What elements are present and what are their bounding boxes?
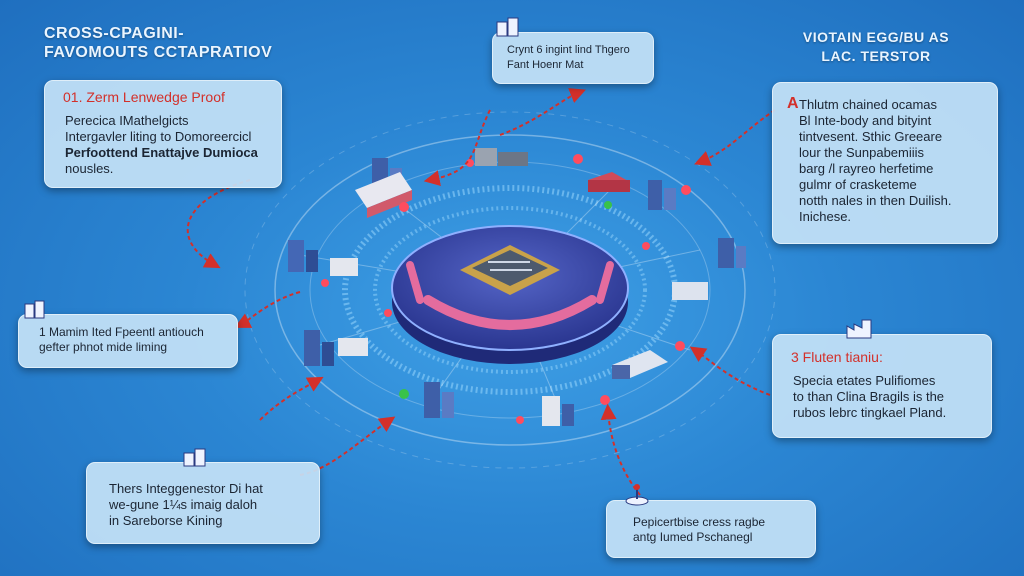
hub-ring-segment bbox=[423, 295, 597, 330]
building-icon bbox=[355, 172, 412, 218]
card-line: Perfoottend Enattajve Dumioca bbox=[65, 145, 258, 160]
building-icon bbox=[612, 350, 668, 379]
title-line: CROSS-CPAGINI- bbox=[44, 25, 185, 42]
top-center-card: Crynt 6 ingint lind Thgero Fant Hoenr Ma… bbox=[492, 32, 654, 84]
right-top-card: A Thlutm chained ocamas Bl Inte-body and… bbox=[772, 82, 998, 244]
building-icon bbox=[24, 300, 45, 319]
building-icon bbox=[330, 258, 358, 276]
building-icon bbox=[424, 382, 454, 418]
card-line: tintvesent. Sthic Greeare bbox=[799, 129, 943, 144]
central-hub bbox=[391, 225, 629, 364]
title-line: FAVOMOUTS CCTAPRATIOV bbox=[44, 44, 273, 61]
bottom-left-card: Thers Integgenestor Di hat we-gune 1¼s i… bbox=[86, 462, 320, 544]
pin-icon bbox=[625, 484, 649, 506]
building-icon bbox=[648, 180, 676, 210]
right-middle-card: 3 Fluten tianiu: Specia etates Pulifiome… bbox=[772, 334, 992, 438]
card-line: Intergavler liting to Domoreercicl bbox=[65, 129, 252, 144]
building-icon bbox=[718, 238, 746, 268]
card-line: Crynt 6 ingint lind Thgero bbox=[507, 44, 630, 56]
card-marker: A bbox=[787, 95, 799, 112]
card-line: rubos lebrc tingkael Pland. bbox=[793, 405, 947, 420]
building-icon bbox=[338, 338, 368, 356]
building-icon bbox=[496, 17, 519, 37]
card-line: Pepicertbise cress ragbe bbox=[633, 515, 766, 529]
factory-icon bbox=[846, 319, 872, 339]
card-line: Fant Hoenr Mat bbox=[507, 59, 584, 71]
card-line: Inichese. bbox=[799, 209, 852, 224]
card-line: Perecica IMathelgicts bbox=[65, 113, 189, 128]
card-heading: 3 Fluten tianiu: bbox=[791, 349, 883, 365]
bottom-right-card: Pepicertbise cress ragbe antg Iumed Psch… bbox=[606, 500, 816, 558]
title-line: LAC. TERSTOR bbox=[821, 48, 931, 64]
card-line: we-gune 1¼s imaig daloh bbox=[109, 497, 258, 512]
factory-icon bbox=[672, 282, 708, 300]
diagram-title-right: VIOTAIN EGG/BU AS LAC. TERSTOR bbox=[792, 28, 960, 66]
card-line: in Sareborse Kining bbox=[109, 513, 223, 528]
card-line: barg /l rayreo herfetime bbox=[799, 161, 934, 176]
card-line: lour the Sunpabemiiis bbox=[799, 145, 925, 160]
building-icon bbox=[542, 396, 574, 426]
processor-chip-icon bbox=[460, 245, 560, 295]
building-icon bbox=[304, 330, 334, 366]
card-line: gefter phnot mide liming bbox=[39, 340, 168, 354]
card-line: 1 Mamim Ited Fpeentl antiouch bbox=[39, 325, 204, 339]
diagram-title-left: CROSS-CPAGINI- FAVOMOUTS CCTAPRATIOV bbox=[44, 24, 272, 62]
building-icon bbox=[475, 148, 528, 166]
card-line: Thers Integgenestor Di hat bbox=[109, 481, 263, 496]
card-line: Bl Inte-body and bityint bbox=[799, 113, 932, 128]
building-icon bbox=[183, 448, 206, 467]
node-markers bbox=[321, 154, 691, 424]
left-middle-card: 1 Mamim Ited Fpeentl antiouch gefter phn… bbox=[18, 314, 238, 368]
zk-proof-card: 01. Zerm Lenwedge Proof Perecica IMathel… bbox=[44, 80, 282, 188]
card-line: to than Clina Bragils is the bbox=[793, 389, 945, 404]
card-line: antg Iumed Pschanegl bbox=[633, 530, 753, 544]
card-line: Thlutm chained ocamas bbox=[799, 97, 938, 112]
building-icons bbox=[288, 148, 746, 426]
title-line: VIOTAIN EGG/BU AS bbox=[802, 29, 950, 45]
card-line: notth nales in then Duilish. bbox=[799, 193, 952, 208]
card-line: Specia etates Pulifiomes bbox=[793, 373, 936, 388]
card-heading: 01. Zerm Lenwedge Proof bbox=[63, 89, 225, 105]
card-line: nousles. bbox=[65, 161, 114, 176]
card-line: gulmr of crasketeme bbox=[799, 177, 917, 192]
factory-icon bbox=[588, 172, 630, 192]
building-icon bbox=[288, 240, 318, 272]
